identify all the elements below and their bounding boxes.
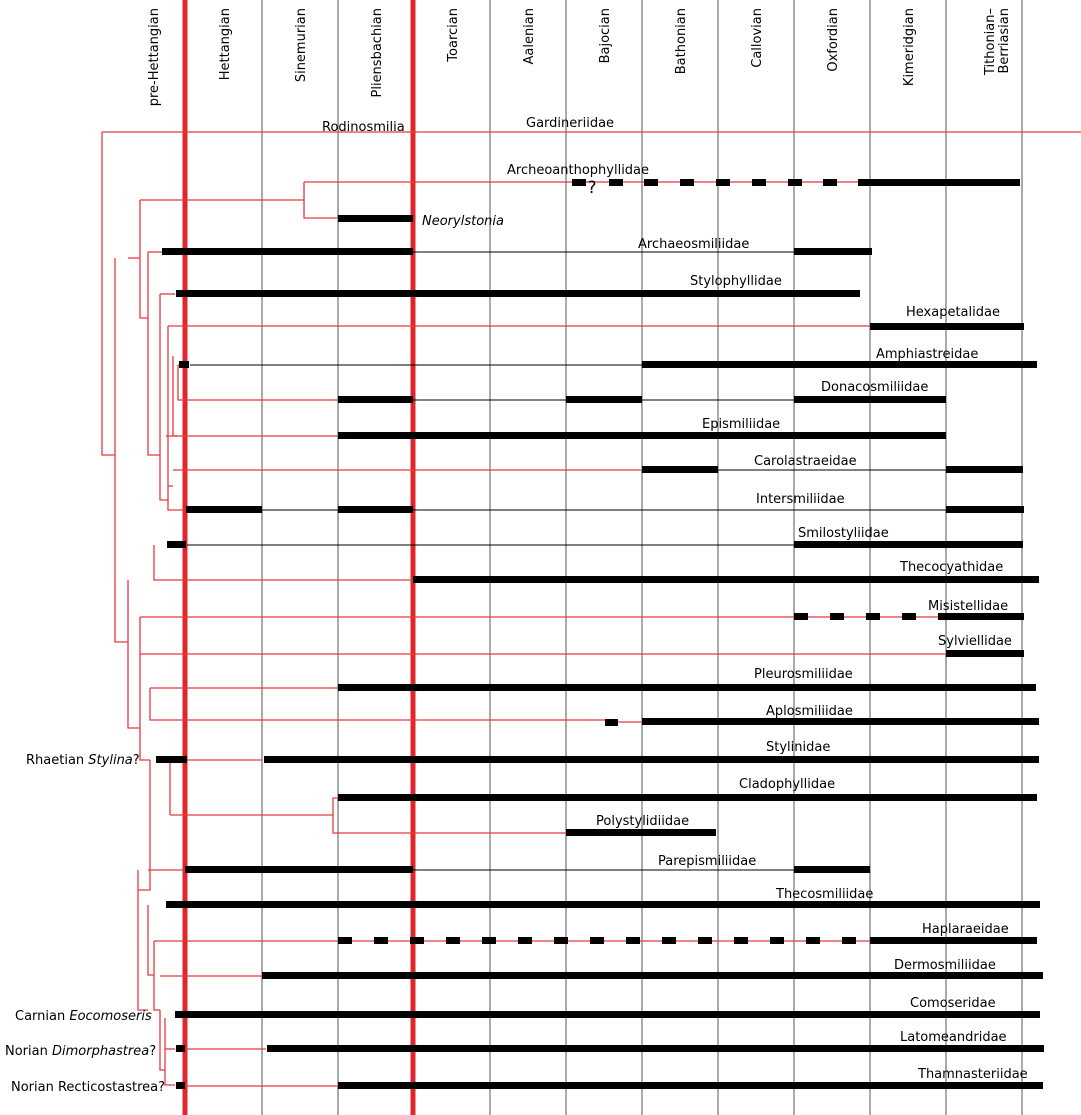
stage-label-bathonian: Bathonian [674, 8, 689, 74]
taxon-label: Aplosmiliidae [766, 704, 853, 719]
outgroup-label-norian-recticostastrea: Norian Recticostastrea? [11, 1080, 165, 1095]
dashed-ranges [338, 179, 916, 944]
taxon-label: Amphiastreidae [876, 347, 978, 362]
taxon-label: Stylophyllidae [690, 274, 782, 289]
taxon-label: Carolastraeidae [754, 454, 857, 469]
stage-label-pliensbachian: Pliensbachian [370, 8, 385, 98]
taxon-label: Latomeandridae [900, 1030, 1007, 1045]
outgroup-label-rhaetian-stylina: Rhaetian Stylina? [26, 753, 140, 768]
taxon-label: Intersmiliidae [756, 492, 845, 507]
taxon-label: Cladophyllidae [739, 777, 835, 792]
stage-label-tithonian-berriasian: Tithonian– [983, 8, 998, 76]
taxon-label: Stylinidae [766, 740, 830, 755]
taxon-label: Archaeosmiliidae [638, 237, 749, 252]
stage-label-callovian: Callovian [750, 8, 765, 68]
cladogram-tree [101, 131, 1081, 1087]
outgroup-label-carnian-eocomoseris: Carnian Eocomoseris [15, 1009, 152, 1024]
top-label-gardineriidae: Gardineriidae [526, 116, 614, 131]
taxon-label: Epismiliidae [702, 417, 780, 432]
taxon-label: Thecosmiliidae [775, 887, 873, 902]
stage-labels: pre-Hettangian Hettangian Sinemurian Pli… [147, 8, 1012, 106]
stage-label-sinemurian: Sinemurian [294, 8, 309, 82]
stage-label-bajocian: Bajocian [598, 8, 613, 63]
stage-label-tithonian-berriasian-2: Berriasian [997, 8, 1012, 74]
taxon-label: Thamnasteriidae [917, 1067, 1028, 1082]
stage-label-hettangian: Hettangian [218, 8, 233, 80]
taxon-label: Haplaraeidae [922, 922, 1009, 937]
taxon-label: Archeoanthophyllidae [507, 163, 649, 178]
stage-label-oxfordian: Oxfordian [826, 8, 841, 72]
taxon-label: Misistellidae [928, 599, 1008, 614]
range-bars [156, 179, 1044, 1089]
taxon-label: Smilostyliidae [798, 526, 889, 541]
taxon-label: Neorylstonia [422, 214, 504, 229]
taxon-labels: Archeoanthophyllidae Neorylstonia Archae… [422, 163, 1028, 1082]
stage-label-pre-hettangian: pre-Hettangian [147, 8, 162, 106]
taxon-label: Hexapetalidae [906, 305, 1000, 320]
range-connectors [187, 251, 946, 871]
stage-label-kimeridgian: Kimeridgian [902, 8, 917, 86]
taxon-label: Sylviellidae [938, 634, 1012, 649]
outgroup-labels: Rhaetian Stylina? Carnian Eocomoseris No… [5, 753, 165, 1095]
top-label-rodinosmilia: Rodinosmilia [322, 120, 405, 135]
stage-label-toarcian: Toarcian [446, 8, 461, 63]
outgroup-label-norian-dimorphastrea: Norian Dimorphastrea? [5, 1044, 156, 1059]
taxon-label: Donacosmiliidae [821, 380, 928, 395]
boundary-lines [182, 0, 416, 1115]
taxon-label: Dermosmiliidae [894, 958, 996, 973]
taxon-label: Polystylidiidae [596, 814, 689, 829]
taxon-label: Comoseridae [910, 996, 996, 1011]
taxon-label: Pleurosmiliidae [754, 667, 853, 682]
taxon-label: Parepismiliidae [658, 854, 756, 869]
uncertainty-marker: ? [587, 178, 596, 198]
stage-label-aalenian: Aalenian [522, 8, 537, 65]
taxon-label: Thecocyathidae [899, 560, 1003, 575]
